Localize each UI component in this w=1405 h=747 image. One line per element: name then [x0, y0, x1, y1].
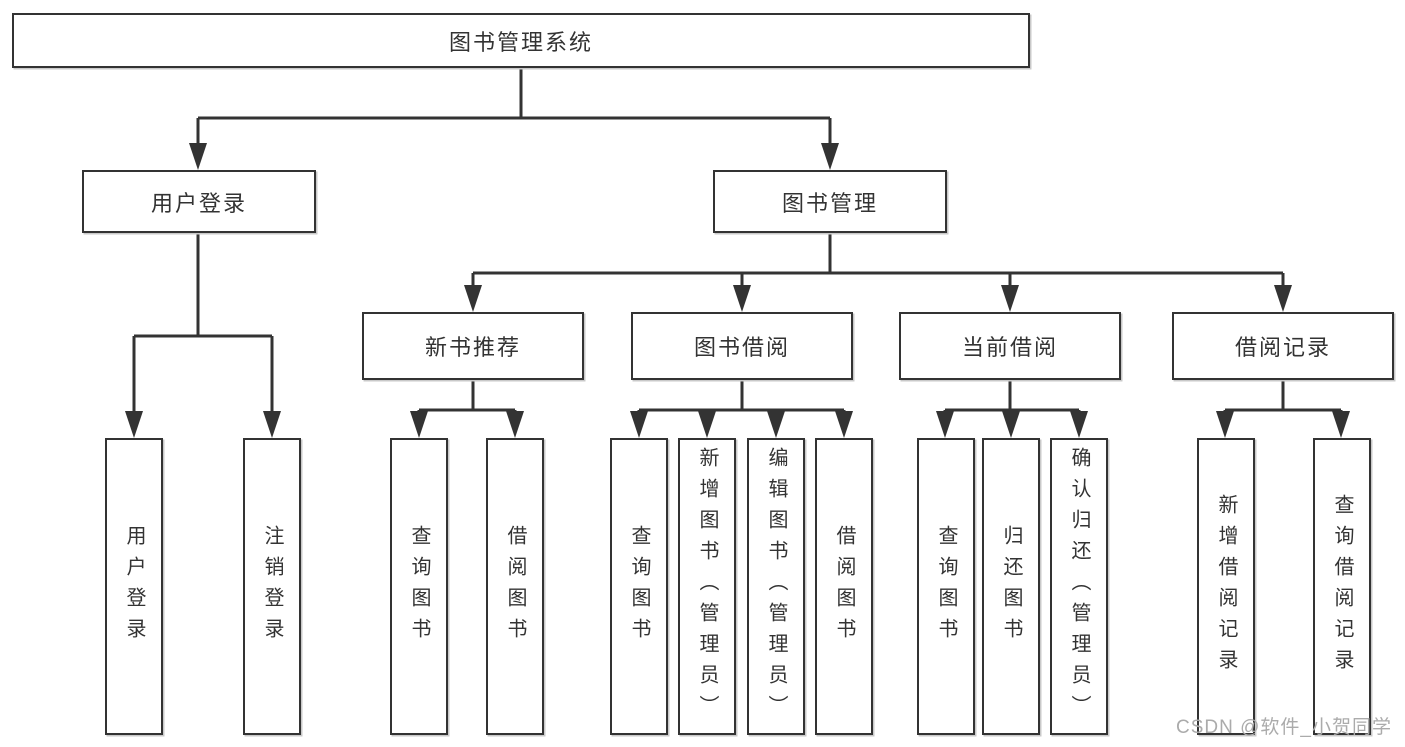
leaf-return-book: 归还图书 — [982, 438, 1040, 735]
leaf-add-borrow-record-label: 新增借阅记录 — [1215, 493, 1237, 680]
node-borrow-records-label: 借阅记录 — [1234, 335, 1331, 360]
leaf-borrow-books-recommend-label: 借阅图书 — [504, 524, 526, 649]
leaf-logout-label: 注销登录 — [261, 524, 283, 649]
leaf-edit-book-admin-label: 编辑图书︵管理员︶ — [765, 447, 787, 726]
leaf-borrow-books-label: 借阅图书 — [833, 524, 855, 649]
leaf-query-borrow-record: 查询借阅记录 — [1313, 438, 1371, 735]
node-book-borrow: 图书借阅 — [631, 312, 853, 380]
leaf-return-book-label: 归还图书 — [1000, 524, 1022, 649]
node-new-book-recommend-label: 新书推荐 — [424, 335, 521, 360]
leaf-query-books-recommend-label: 查询图书 — [408, 524, 430, 649]
leaf-query-books-current-label: 查询图书 — [935, 524, 957, 649]
node-current-borrow-label: 当前借阅 — [961, 335, 1058, 360]
leaf-confirm-return-admin: 确认归还︵管理员︶ — [1050, 438, 1108, 735]
leaf-query-books-current: 查询图书 — [917, 438, 975, 735]
node-book-borrow-label: 图书借阅 — [693, 335, 790, 360]
connector-strokes — [132, 68, 1343, 414]
watermark: CSDN @软件_小贺同学 — [1176, 717, 1392, 738]
leaf-query-borrow-record-label: 查询借阅记录 — [1331, 493, 1353, 680]
node-root-label: 图书管理系统 — [448, 29, 593, 55]
leaf-query-books-recommend: 查询图书 — [390, 438, 448, 735]
leaf-logout: 注销登录 — [243, 438, 301, 735]
leaf-query-books-borrow-label: 查询图书 — [628, 524, 650, 649]
node-book-management: 图书管理 — [713, 170, 947, 233]
node-user-login: 用户登录 — [82, 170, 316, 233]
leaf-borrow-books-recommend: 借阅图书 — [486, 438, 544, 735]
leaf-add-book-admin-label: 新增图书︵管理员︶ — [696, 447, 718, 726]
leaf-user-login: 用户登录 — [105, 438, 163, 735]
leaf-confirm-return-admin-label: 确认归还︵管理员︶ — [1068, 447, 1090, 726]
node-book-management-label: 图书管理 — [781, 190, 878, 216]
leaf-add-book-admin: 新增图书︵管理员︶ — [678, 438, 736, 735]
node-root: 图书管理系统 — [12, 13, 1030, 68]
node-borrow-records: 借阅记录 — [1172, 312, 1394, 380]
node-current-borrow: 当前借阅 — [899, 312, 1121, 380]
leaf-user-login-label: 用户登录 — [123, 524, 145, 649]
leaf-edit-book-admin: 编辑图书︵管理员︶ — [747, 438, 805, 735]
node-user-login-label: 用户登录 — [150, 190, 247, 216]
leaf-query-books-borrow: 查询图书 — [610, 438, 668, 735]
leaf-borrow-books: 借阅图书 — [815, 438, 873, 735]
arrowheads — [125, 143, 1350, 438]
node-new-book-recommend: 新书推荐 — [362, 312, 584, 380]
leaf-add-borrow-record: 新增借阅记录 — [1197, 438, 1255, 735]
